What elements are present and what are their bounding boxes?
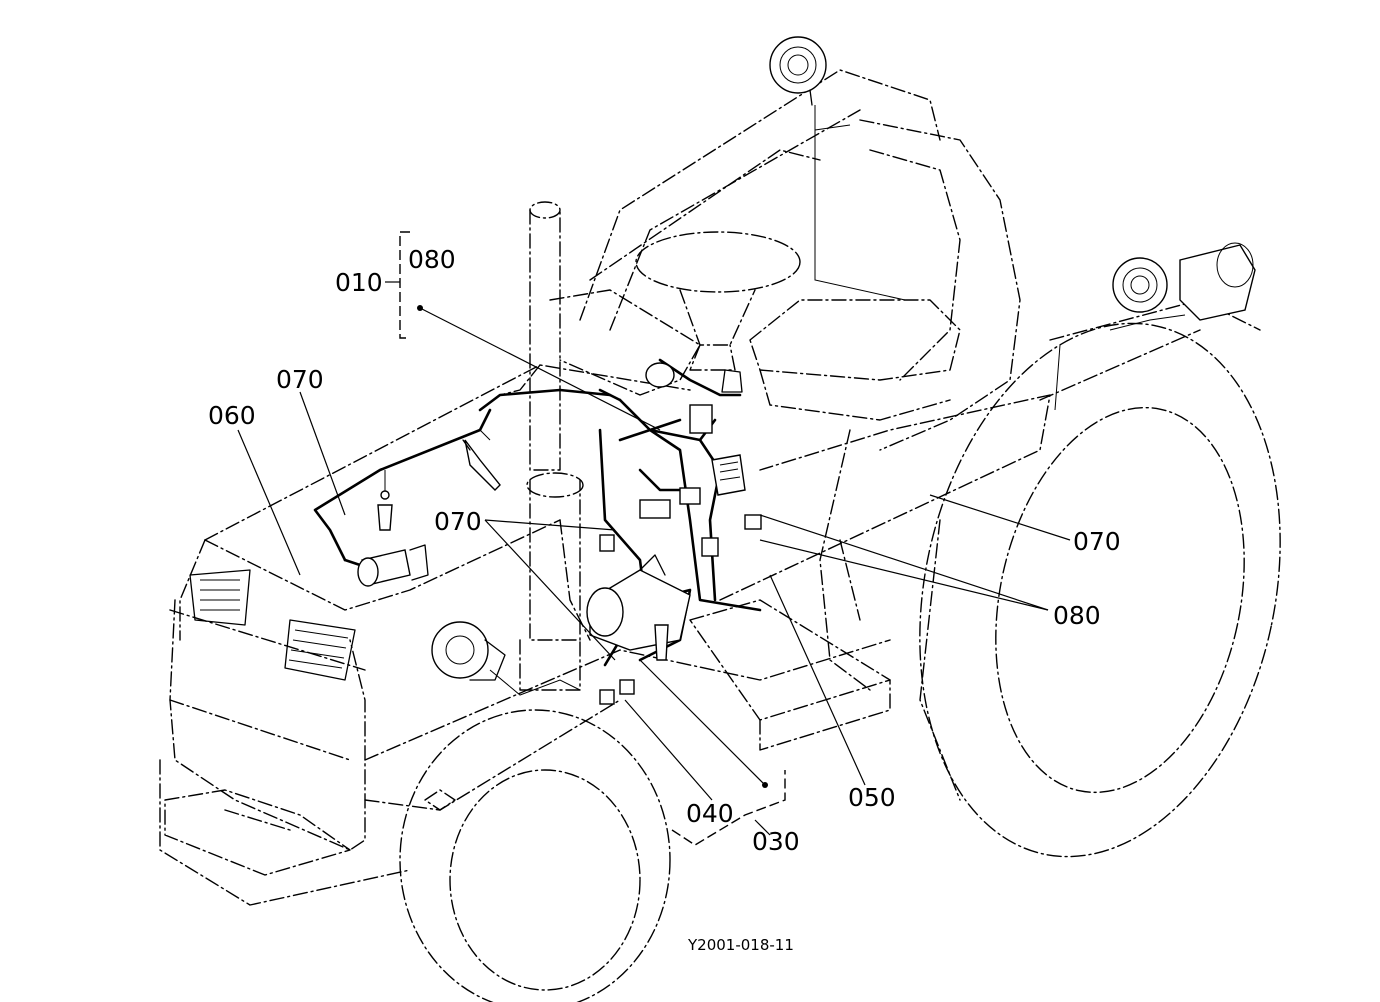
relay-block [599,404,762,705]
oil-pressure-switch [377,490,393,531]
work-lamp-top [769,36,827,106]
callout-080-right: 080 [1053,601,1101,630]
callout-070-upper: 070 [276,365,324,394]
headlight-right [284,619,356,681]
callout-040: 040 [686,799,734,828]
callout-labels: 010 080 070 060 070 070 080 050 040 030 [208,245,1121,856]
alternator [431,621,506,681]
rear-lamp-right [1179,242,1256,321]
figure-code: Y2001-018-11 [687,936,794,954]
injector [462,439,501,491]
headlight-left [189,569,251,626]
callout-080-top: 080 [408,245,456,274]
callout-050: 050 [848,783,896,812]
callout-030: 030 [752,827,800,856]
temperature-sender [654,624,669,661]
callout-070-right: 070 [1073,527,1121,556]
glow-plug-relay [357,544,429,587]
callout-070-mid: 070 [434,507,482,536]
fuse-box [711,454,746,496]
exhaust-muffler [519,201,584,691]
leader-lines [237,231,1071,846]
work-lamp-right [1112,257,1168,313]
key-switch [645,362,743,393]
starter-motor [586,554,691,651]
callout-010: 010 [335,268,383,297]
callout-060: 060 [208,401,256,430]
tractor-outline [159,69,1281,1002]
